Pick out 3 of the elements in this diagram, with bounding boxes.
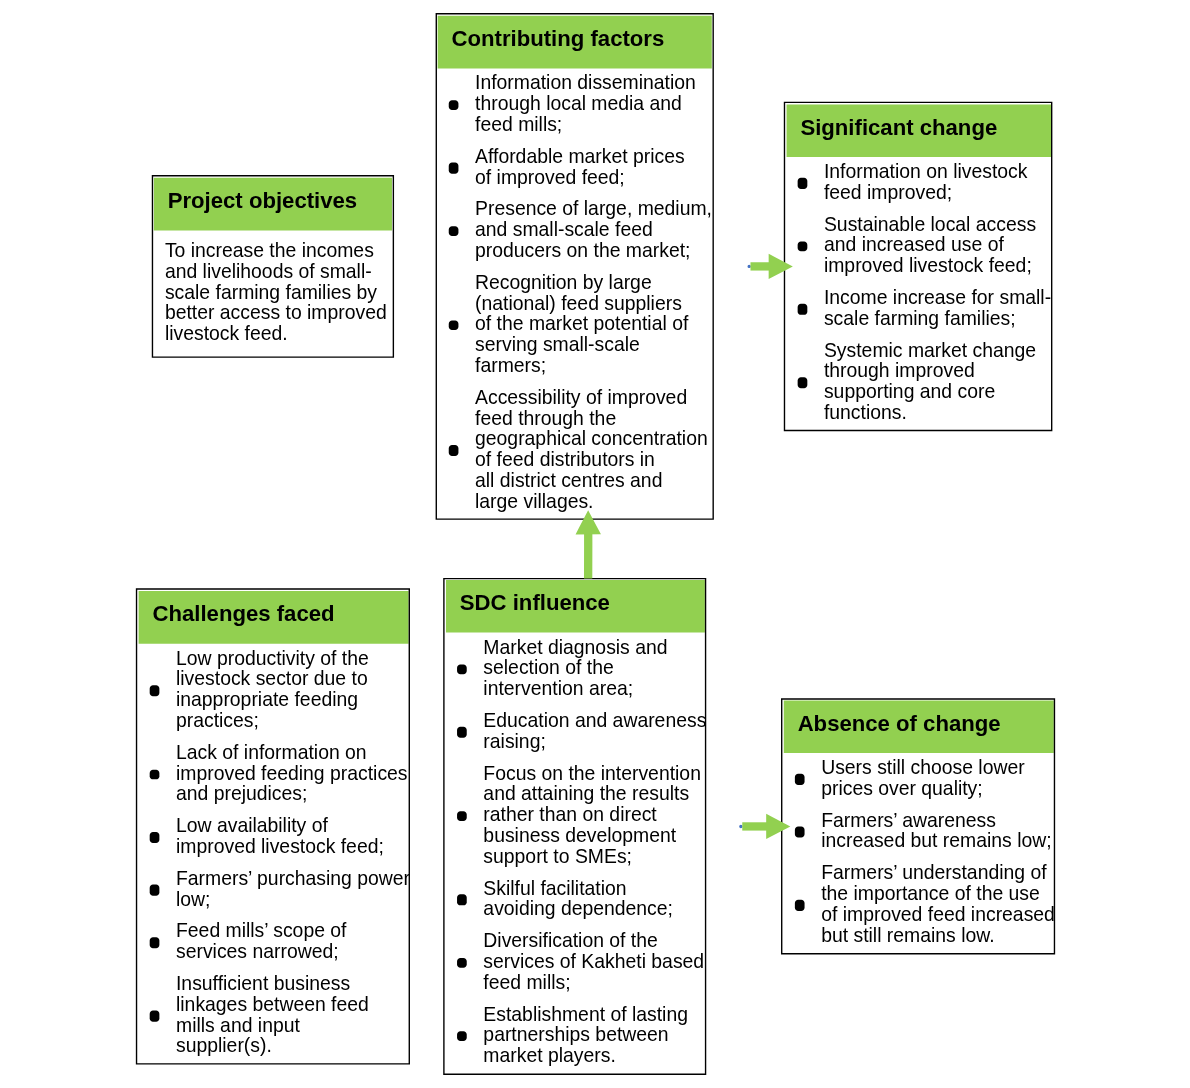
- arrow: [741, 813, 790, 840]
- arrow: [575, 510, 601, 579]
- arrow: [750, 253, 793, 280]
